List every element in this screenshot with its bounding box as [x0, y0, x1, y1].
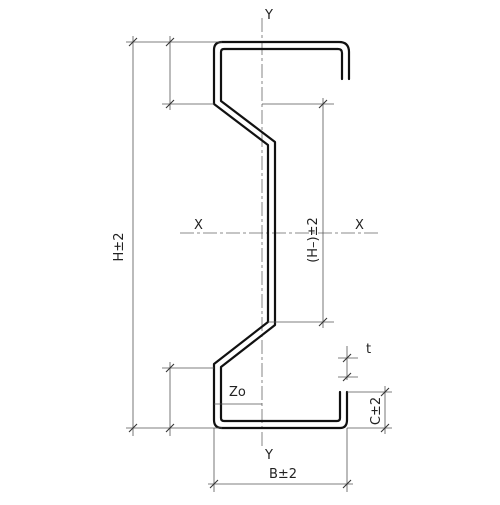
profile-outer-edge	[212, 40, 351, 430]
centroid-offset-label: Zo	[229, 385, 246, 400]
dimension-lines	[132, 36, 386, 485]
inner-height-dimension-label: (H–)±2	[306, 217, 321, 263]
axis-x-label-right: X	[355, 218, 364, 233]
width-dimension-label: B±2	[269, 467, 297, 482]
z-profile	[212, 40, 351, 430]
profile-inner-edge	[219, 47, 344, 423]
thickness-label: t	[366, 342, 371, 357]
height-dimension-label: H±2	[112, 233, 127, 262]
dimension-ticks	[128, 37, 390, 489]
axis-y-label-top: Y	[264, 8, 273, 23]
axis-x-label-left: X	[194, 218, 203, 233]
axis-y-label-bottom: Y	[264, 448, 273, 463]
lip-dimension-label: C±2	[369, 397, 384, 425]
extension-lines	[126, 41, 392, 492]
